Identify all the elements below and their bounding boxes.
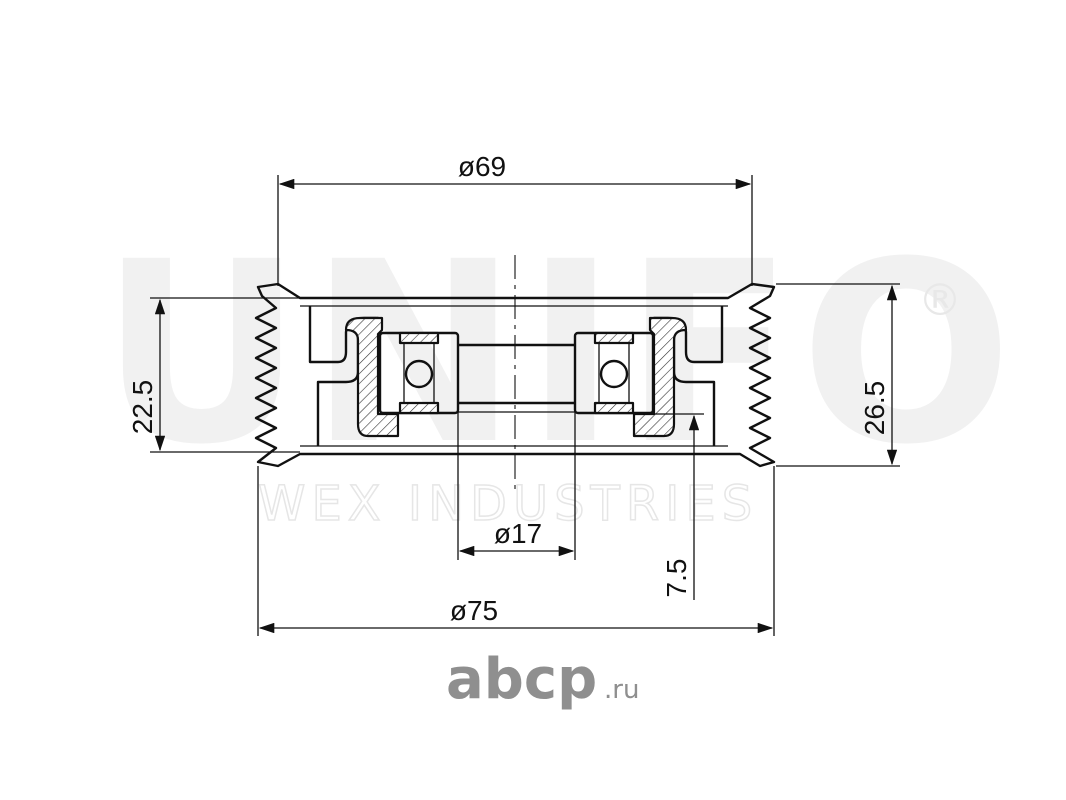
dim-offset: 7.5 — [654, 413, 704, 600]
bearing-left-ball — [404, 359, 434, 389]
dim-left-height: 22.5 — [127, 297, 300, 453]
dim-bottom-diameter-label: ø75 — [450, 595, 498, 626]
bearing-right — [573, 331, 655, 415]
watermark-brand: UNIFO — [100, 208, 1019, 499]
site-logo-name: abcp — [446, 647, 597, 712]
hub-right-section — [632, 316, 688, 438]
site-logo-tld: .ru — [604, 675, 639, 705]
dim-bore-diameter-label: ø17 — [494, 518, 542, 549]
watermark-registered-mark: ® — [918, 275, 962, 326]
bearing-left — [378, 331, 460, 415]
dim-bottom-diameter: ø75 — [257, 466, 775, 636]
watermark: UNIFO ® WEX INDUSTRIES — [100, 208, 1019, 533]
site-logo: abcp .ru — [446, 647, 639, 712]
pulley-outline — [254, 282, 776, 468]
watermark-company: WEX INDUSTRIES — [258, 476, 758, 532]
pulley-section — [254, 255, 776, 490]
hub-left-section — [344, 316, 400, 438]
dim-offset-label: 7.5 — [661, 559, 692, 598]
dim-right-height-label: 26.5 — [859, 381, 890, 436]
dim-bore-diameter: ø17 — [457, 412, 576, 560]
dim-left-height-label: 22.5 — [127, 380, 158, 435]
dim-top-diameter-label: ø69 — [458, 151, 506, 182]
dim-top-diameter: ø69 — [277, 151, 753, 286]
dim-right-height: 26.5 — [776, 283, 900, 467]
bearing-right-ball — [599, 359, 629, 389]
